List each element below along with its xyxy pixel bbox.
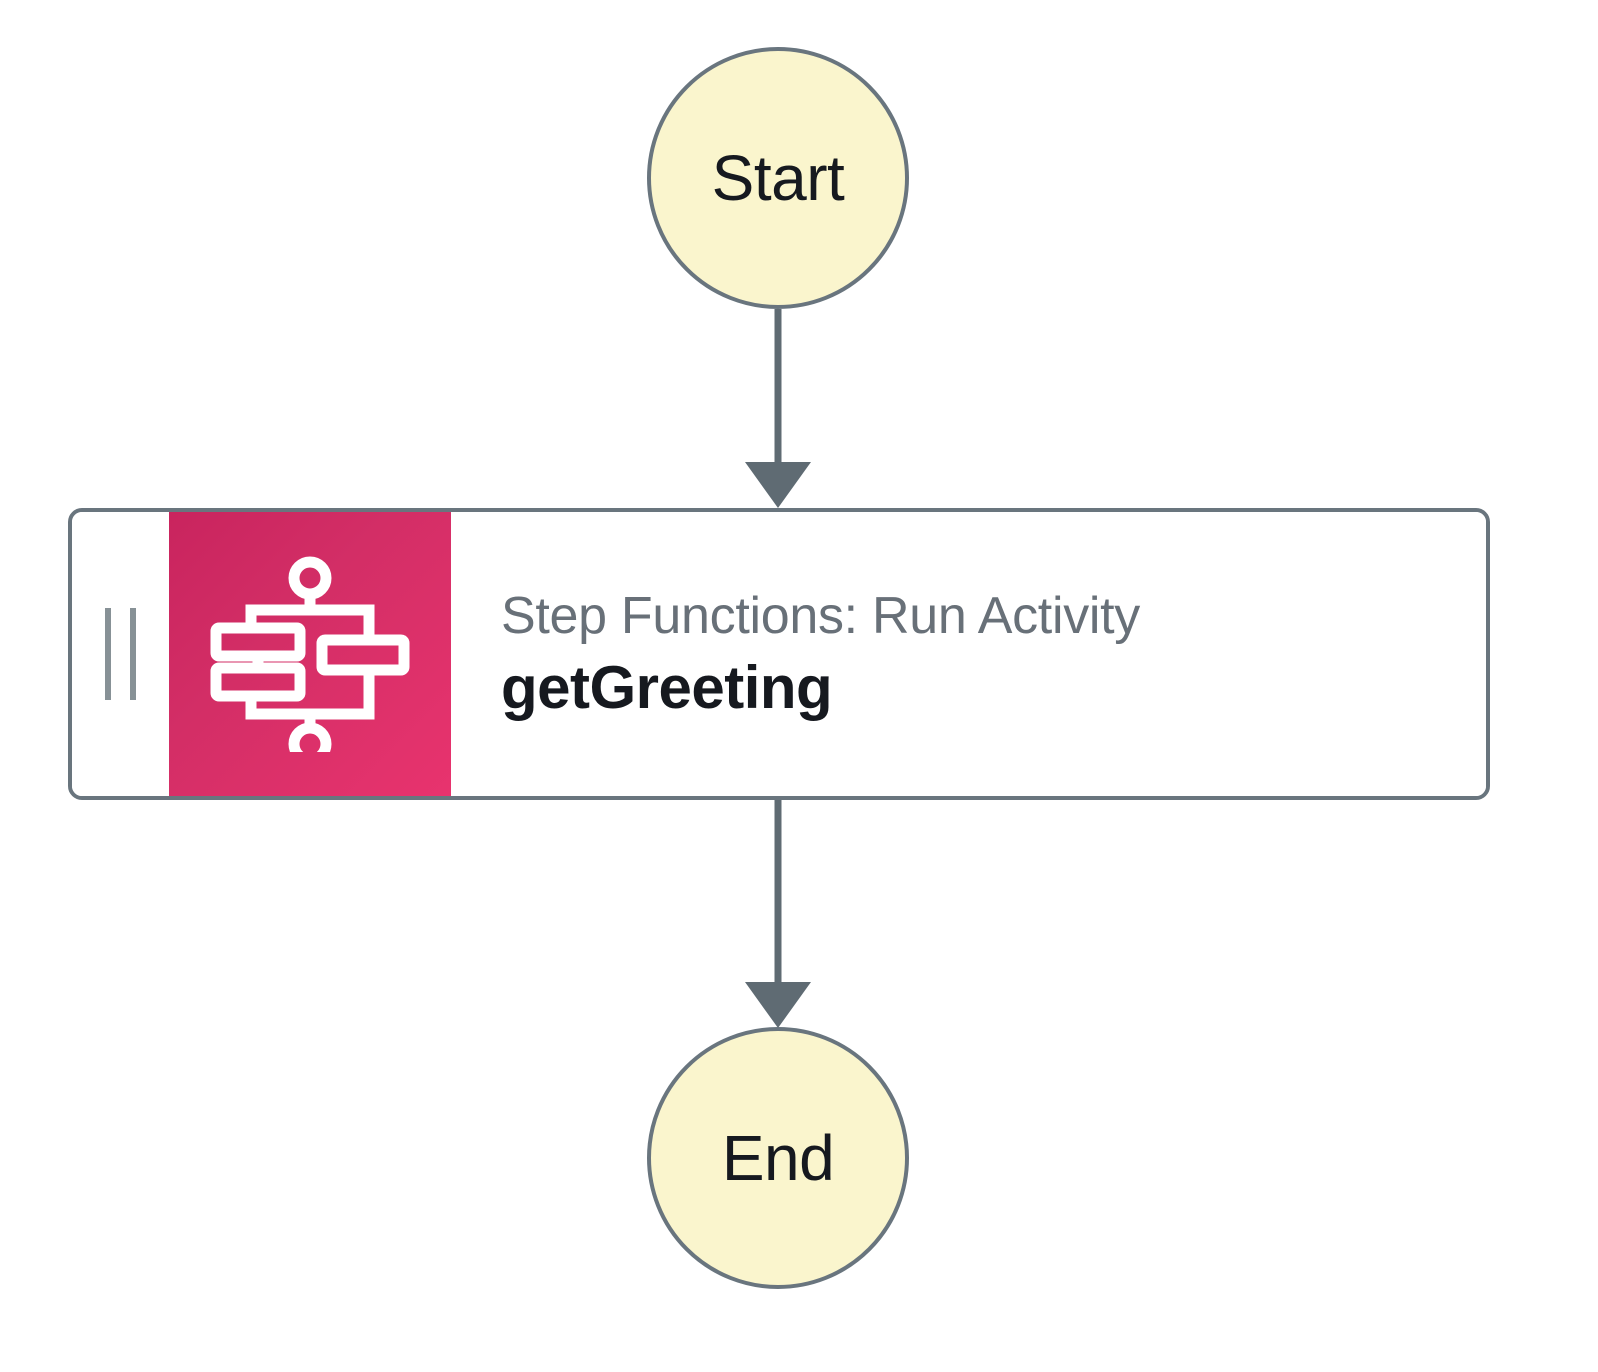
connector-start-to-task — [745, 309, 811, 508]
task-node-get-greeting[interactable]: Step Functions: Run Activity getGreeting — [68, 508, 1490, 800]
task-node-body: Step Functions: Run Activity getGreeting — [451, 512, 1486, 796]
end-node-label: End — [721, 1122, 835, 1194]
drag-handle-bar — [130, 608, 136, 700]
task-node-title: getGreeting — [501, 653, 833, 721]
task-node-subtitle: Step Functions: Run Activity — [501, 587, 1141, 646]
drag-handle[interactable] — [72, 512, 169, 796]
start-node[interactable]: Start — [647, 47, 909, 309]
step-functions-icon — [210, 556, 410, 752]
end-node[interactable]: End — [647, 1027, 909, 1289]
drag-handle-bar — [105, 608, 111, 700]
task-icon-panel — [169, 512, 451, 796]
start-node-label: Start — [711, 142, 845, 214]
connector-task-to-end — [745, 800, 811, 1028]
